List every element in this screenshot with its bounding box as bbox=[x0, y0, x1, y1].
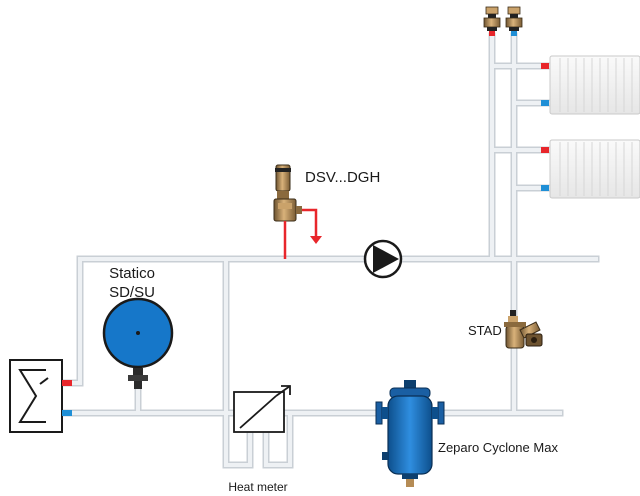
radiator-icon bbox=[541, 139, 640, 199]
boiler-supply-riser bbox=[62, 255, 84, 387]
radiator2-return-connector bbox=[541, 185, 549, 191]
air-vent-icon bbox=[483, 6, 501, 36]
heat-meter-icon bbox=[233, 385, 291, 433]
pump-icon bbox=[363, 239, 403, 279]
dsv-label: DSV...DGH bbox=[305, 169, 380, 186]
radiator2-supply-connector bbox=[541, 147, 549, 153]
boiler-supply-connector bbox=[62, 380, 72, 386]
vessel-name-label: Statico bbox=[109, 265, 155, 282]
radiator-icon bbox=[541, 55, 640, 115]
dirt-separator-icon bbox=[375, 380, 445, 487]
boiler-icon bbox=[9, 359, 72, 433]
vessel-model-label: SD/SU bbox=[109, 284, 155, 301]
radiator1-supply-connector bbox=[541, 63, 549, 69]
pipe-network bbox=[62, 32, 600, 469]
air-vent-icon bbox=[505, 6, 523, 36]
separator-label: Zeparo Cyclone Max bbox=[438, 440, 558, 455]
dsv-flow-line bbox=[283, 208, 318, 259]
heat-meter-label: Heat meter bbox=[228, 480, 287, 494]
boiler-return-connector bbox=[62, 410, 72, 416]
expansion-vessel-icon bbox=[102, 297, 174, 389]
radiator1-return-connector bbox=[541, 100, 549, 106]
balancing-valve-icon bbox=[504, 310, 543, 349]
bypass-pipe bbox=[222, 255, 254, 469]
flow-arrow-icon bbox=[310, 236, 322, 244]
differential-pressure-valve-icon bbox=[273, 164, 302, 222]
stad-label: STAD bbox=[468, 323, 502, 338]
